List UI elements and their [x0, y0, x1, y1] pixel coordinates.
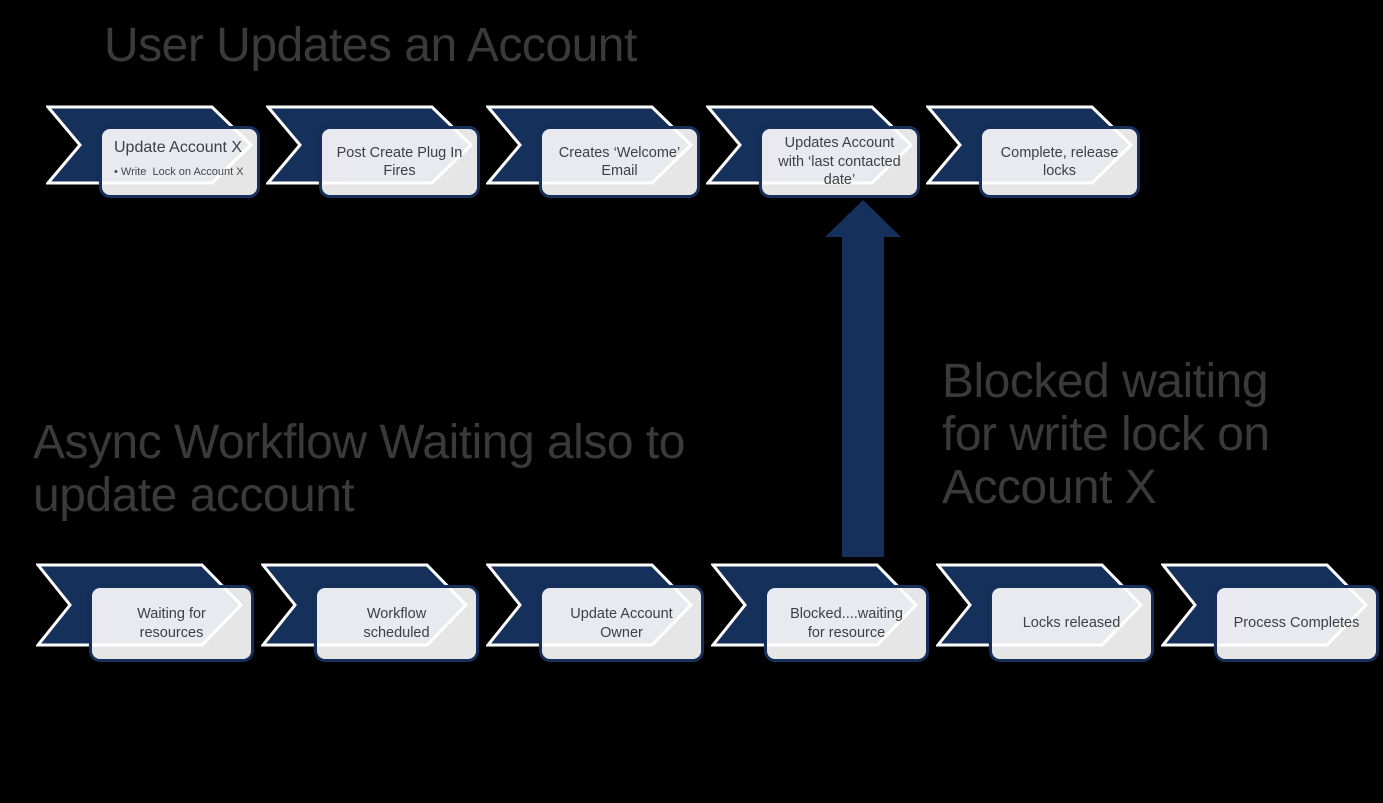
blocked-up-arrow-icon	[825, 200, 901, 557]
step-creates-welcome-email: Creates ‘Welcome’ Email	[486, 105, 746, 215]
step-locks-released: Locks released	[936, 563, 1196, 673]
bottom-flow-row: Waiting for resources Workflow scheduled…	[0, 563, 1383, 683]
step-card: Update Account Owner	[539, 585, 704, 662]
step-label: Post Create Plug In Fires	[336, 144, 463, 180]
step-workflow-scheduled: Workflow scheduled	[261, 563, 521, 673]
step-blocked-waiting-for-resource: Blocked....waiting for resource	[711, 563, 971, 673]
top-flow-row: Update Account X • Write Lock on Account…	[0, 105, 1383, 215]
step-updates-last-contacted-date: Updates Account with ‘last contacted dat…	[706, 105, 966, 215]
step-card: Workflow scheduled	[314, 585, 479, 662]
step-card: Waiting for resources	[89, 585, 254, 662]
step-update-account-x: Update Account X • Write Lock on Account…	[46, 105, 306, 215]
step-label: Blocked....waiting for resource	[790, 606, 903, 641]
step-label: Creates ‘Welcome’ Email	[558, 144, 681, 180]
blocked-annotation: Blocked waiting for write lock on Accoun…	[942, 355, 1270, 514]
step-card: Process Completes	[1214, 585, 1379, 662]
step-post-create-plugin-fires: Post Create Plug In Fires	[266, 105, 526, 215]
step-label: Update Account X	[114, 139, 243, 156]
step-complete-release-locks: Complete, release locks	[926, 105, 1186, 215]
step-label: Update Account Owner	[570, 606, 673, 641]
step-update-account-owner: Update Account Owner	[486, 563, 746, 673]
step-card: Updates Account with ‘last contacted dat…	[759, 126, 920, 198]
step-bullet: • Write Lock on Account X	[114, 166, 244, 178]
step-card: Locks released	[989, 585, 1154, 662]
step-label: Complete, release locks	[1000, 144, 1119, 180]
top-flow-title: User Updates an Account	[104, 19, 637, 72]
bottom-flow-title: Async Workflow Waiting also to update ac…	[33, 416, 685, 522]
step-card: Creates ‘Welcome’ Email	[539, 126, 700, 198]
step-card: Blocked....waiting for resource	[764, 585, 929, 662]
step-label: Updates Account with ‘last contacted dat…	[778, 135, 901, 189]
step-label: Process Completes	[1233, 615, 1360, 632]
step-label: Waiting for resources	[137, 606, 206, 641]
step-card: Complete, release locks	[979, 126, 1140, 198]
step-waiting-for-resources: Waiting for resources	[36, 563, 296, 673]
step-card: Update Account X • Write Lock on Account…	[99, 126, 260, 198]
step-label: Locks released	[1022, 615, 1121, 632]
step-process-completes: Process Completes	[1161, 563, 1383, 673]
step-label: Workflow scheduled	[363, 606, 430, 641]
step-card: Post Create Plug In Fires	[319, 126, 480, 198]
up-arrow-shape	[825, 200, 901, 557]
